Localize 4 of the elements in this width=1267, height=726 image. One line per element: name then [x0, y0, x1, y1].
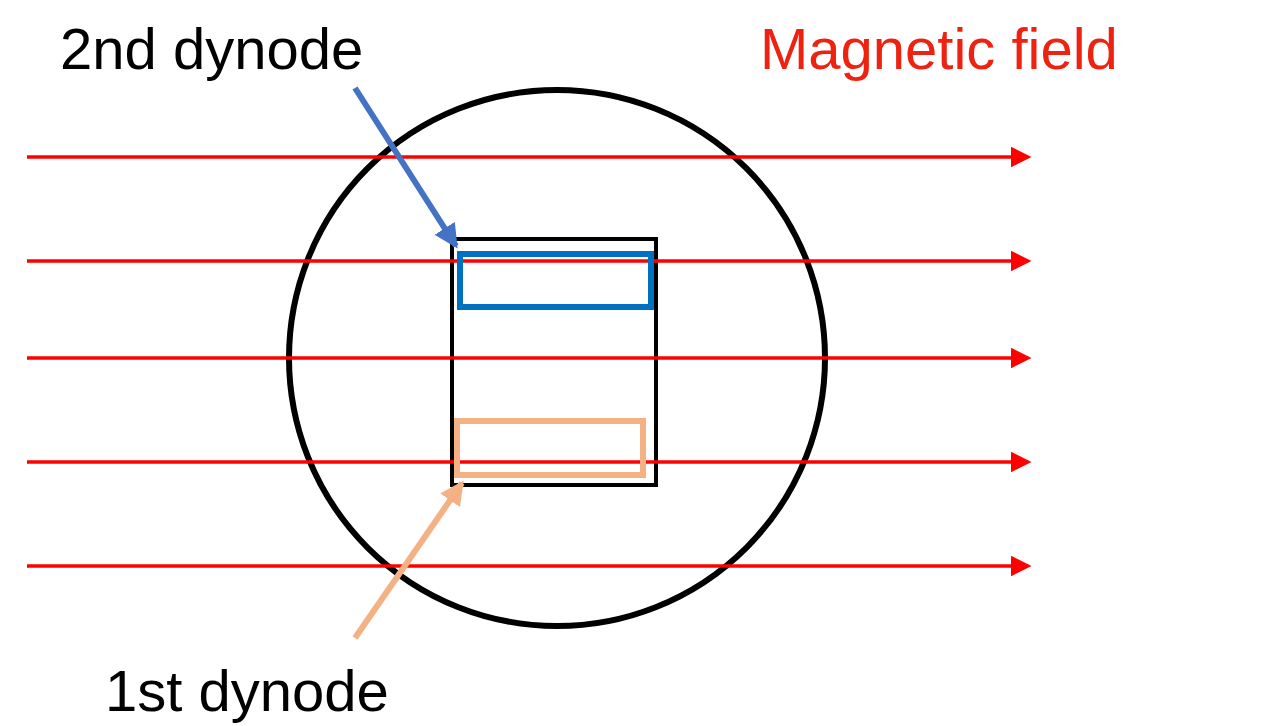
leader-arrow	[352, 480, 465, 640]
leader-arrow	[352, 86, 459, 249]
dynode-plate	[454, 418, 646, 478]
dynode-plate	[457, 251, 654, 310]
